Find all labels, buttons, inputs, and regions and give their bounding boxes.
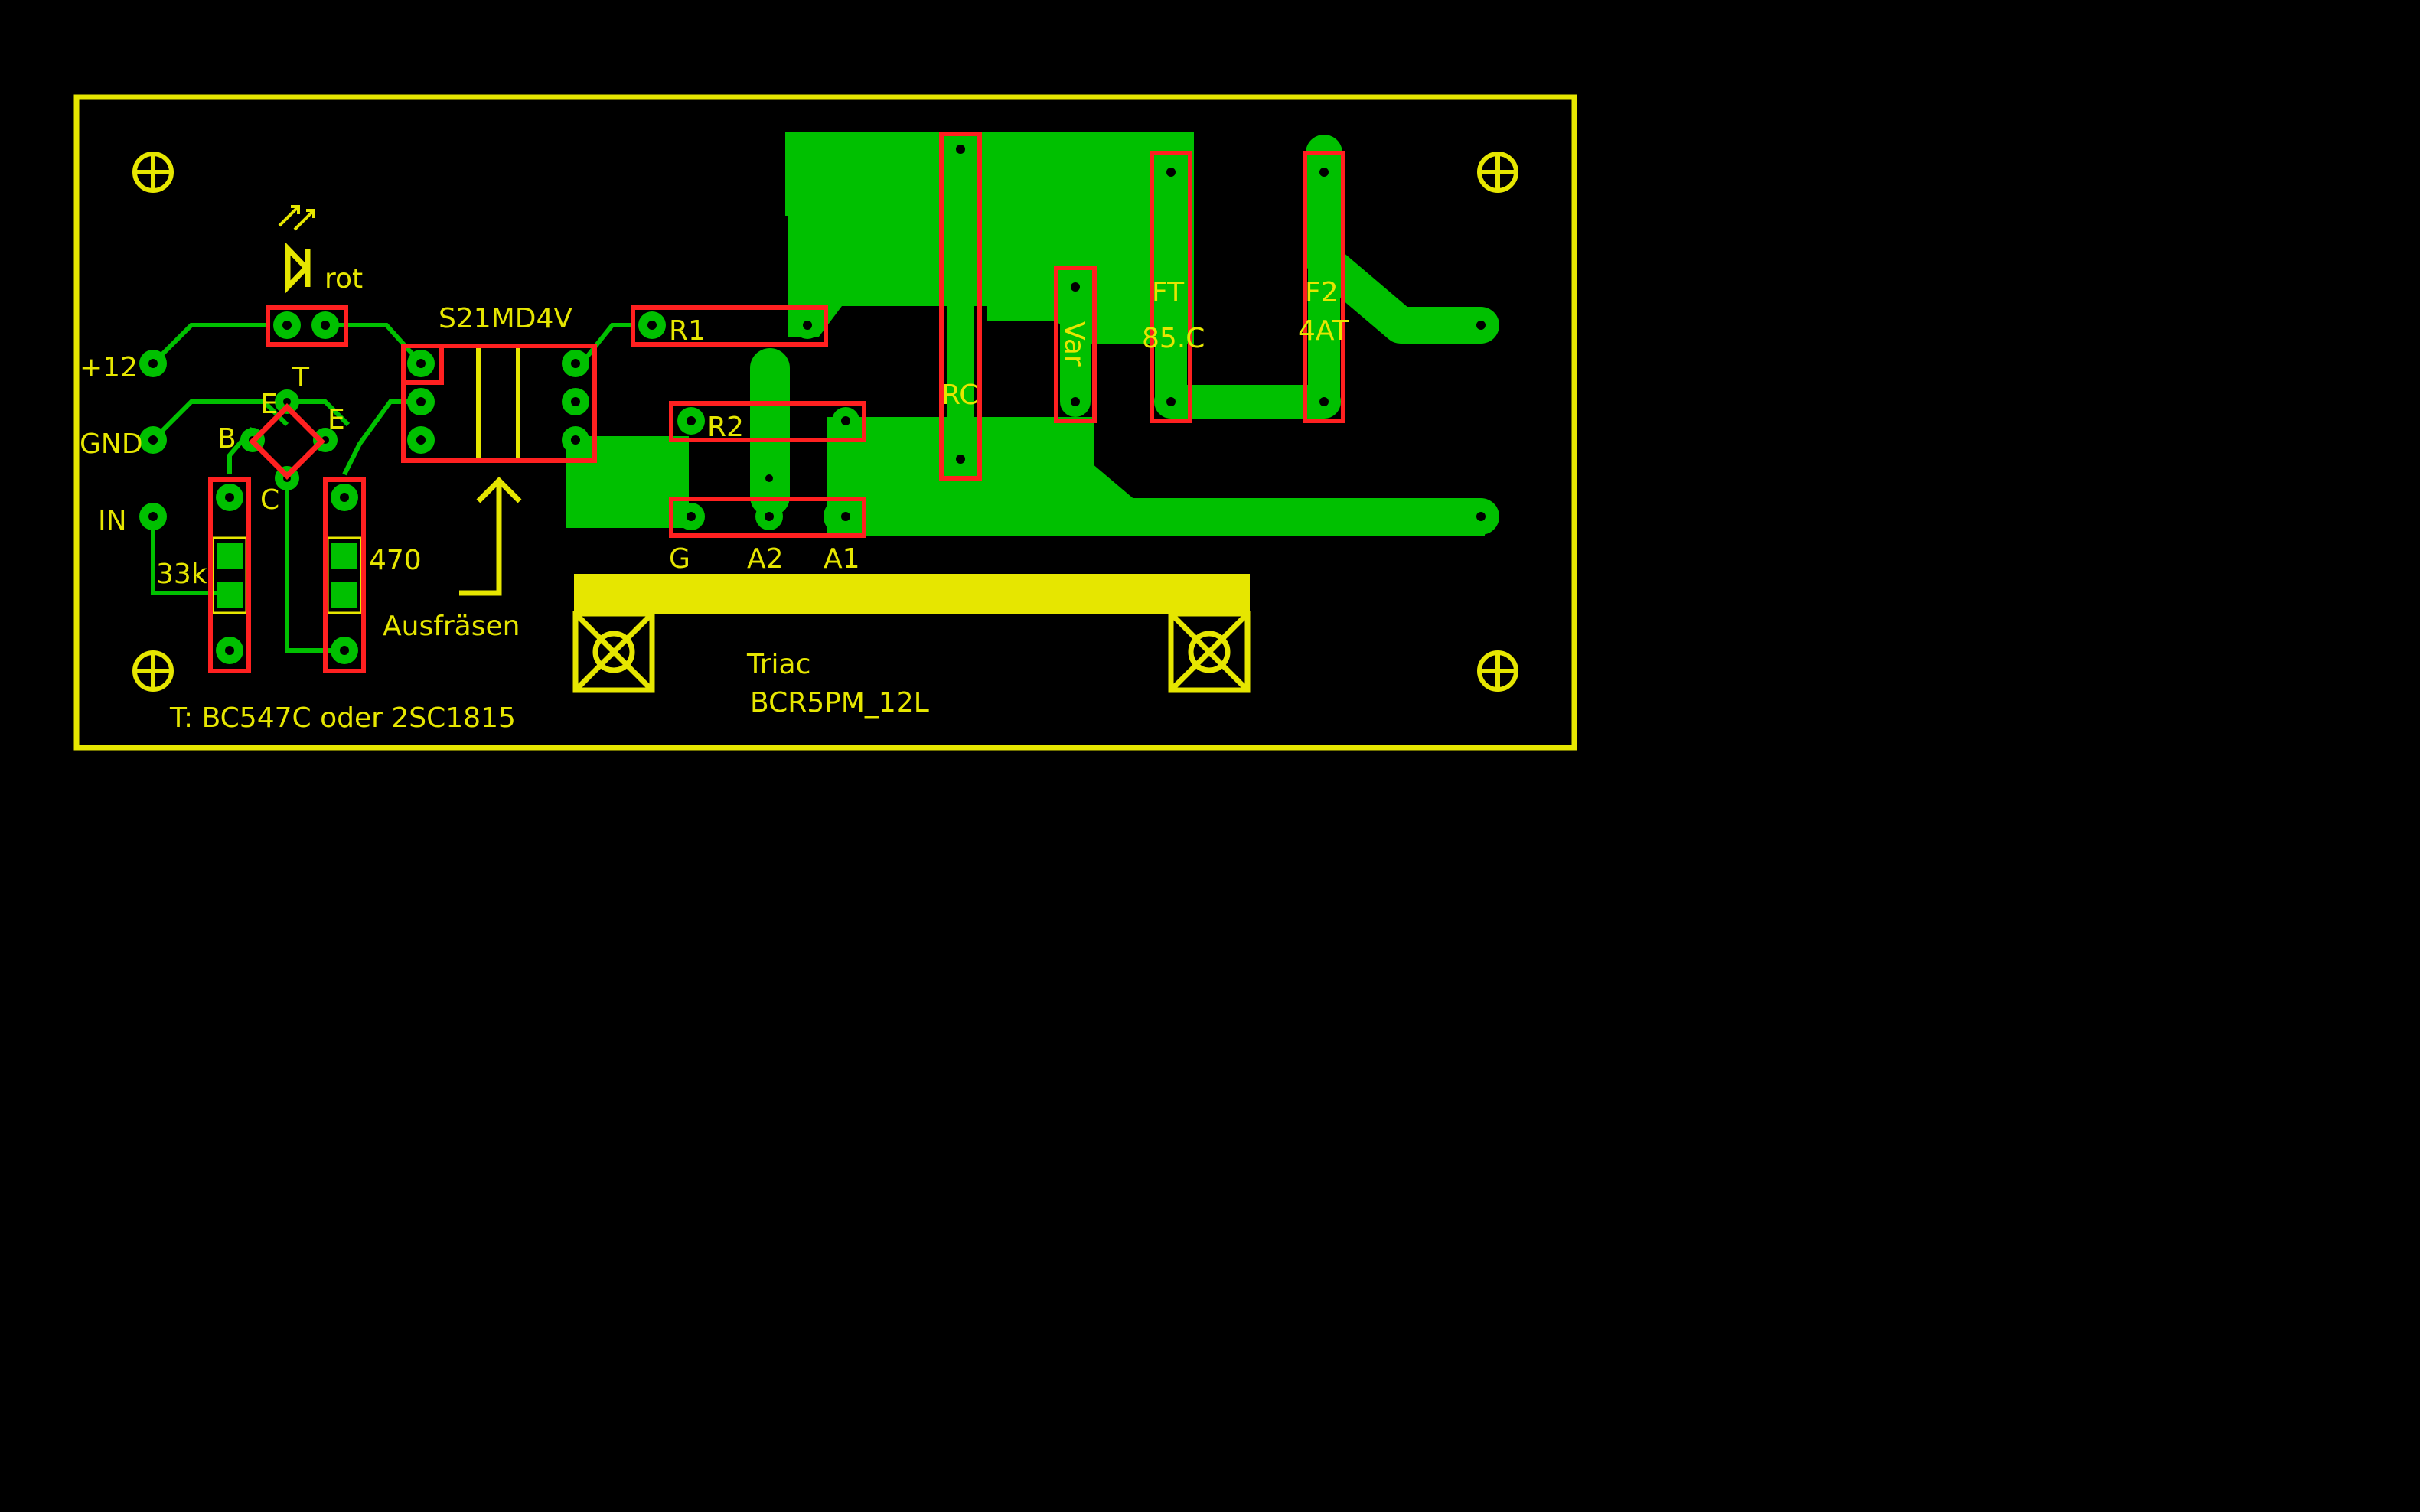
silk-labels: rot S21MD4V T E E B C +12 GND IN 33k 470… bbox=[80, 263, 1350, 734]
input-label: IN bbox=[98, 505, 127, 536]
mounting-hole-icon bbox=[1477, 152, 1518, 193]
resistor-470-outline bbox=[323, 477, 366, 673]
screw-cross-icon bbox=[572, 611, 655, 693]
mounting-hole-icon bbox=[132, 650, 174, 692]
optocoupler-label: S21MD4V bbox=[439, 303, 572, 334]
thermal-fuse-label: FT bbox=[1152, 277, 1185, 308]
r1-label: R1 bbox=[669, 315, 706, 347]
mill-note-label: Ausfräsen bbox=[383, 611, 520, 642]
led-outline bbox=[266, 305, 348, 347]
light-emission-icon bbox=[278, 205, 315, 231]
optocoupler-outline bbox=[401, 344, 597, 463]
triac-label: Triac bbox=[746, 649, 810, 680]
r2-label: R2 bbox=[707, 412, 744, 443]
silkscreen-layer bbox=[73, 94, 1577, 751]
screw-cross-icon bbox=[1168, 611, 1251, 693]
ground-label: GND bbox=[80, 429, 143, 460]
thermal-fuse-temp-label: 85.C bbox=[1142, 323, 1205, 354]
resistor-470-label: 470 bbox=[369, 545, 422, 576]
f2-outline bbox=[1303, 151, 1345, 423]
rc-label: RC bbox=[941, 380, 978, 411]
transistor-pin-b-label: B bbox=[217, 423, 236, 455]
transistor-pin-e-right-label: E bbox=[328, 404, 345, 435]
r2-outline bbox=[669, 401, 866, 442]
copper-pour-top-left bbox=[785, 132, 796, 216]
copper-layer bbox=[139, 132, 1499, 664]
board-outline bbox=[73, 94, 1577, 751]
triac-pin-a1-label: A1 bbox=[824, 543, 860, 575]
triac-heatsink bbox=[574, 574, 1250, 614]
power-plus-label: +12 bbox=[80, 352, 138, 383]
resistor-33k-outline bbox=[208, 477, 251, 673]
triac-outline bbox=[669, 497, 866, 538]
varistor-label: Var bbox=[1058, 321, 1090, 367]
copper-strip-a2 bbox=[750, 348, 790, 516]
transistor-note-label: T: BC547C oder 2SC1815 bbox=[169, 702, 516, 734]
led-diode-icon bbox=[285, 242, 311, 294]
fuse-label: F2 bbox=[1305, 277, 1339, 308]
triac-part-label: BCR5PM_12L bbox=[750, 687, 929, 719]
drill-holes bbox=[148, 145, 1486, 655]
rc-outline bbox=[939, 132, 982, 481]
var-outline bbox=[1054, 266, 1097, 423]
triac-pin-a2-label: A2 bbox=[747, 543, 784, 575]
transistor-diamond bbox=[249, 403, 325, 480]
led-name-label: rot bbox=[325, 263, 363, 295]
fuse-rating-label: 4AT bbox=[1298, 315, 1350, 347]
component-outlines bbox=[208, 132, 1345, 673]
transistor-ref-label: T bbox=[292, 362, 310, 393]
mounting-hole-icon bbox=[1477, 650, 1518, 692]
arrow-up-icon bbox=[459, 477, 522, 596]
transistor-pin-e-left-label: E bbox=[260, 389, 278, 420]
transistor-pin-c-label: C bbox=[260, 484, 279, 516]
optocoupler-pin1-outline bbox=[401, 344, 444, 385]
r1-outline bbox=[631, 305, 828, 347]
triac-pin-g-label: G bbox=[669, 543, 690, 575]
resistor-33k-label: 33k bbox=[156, 559, 207, 590]
ft-outline bbox=[1150, 151, 1192, 423]
mounting-hole-icon bbox=[132, 152, 174, 193]
